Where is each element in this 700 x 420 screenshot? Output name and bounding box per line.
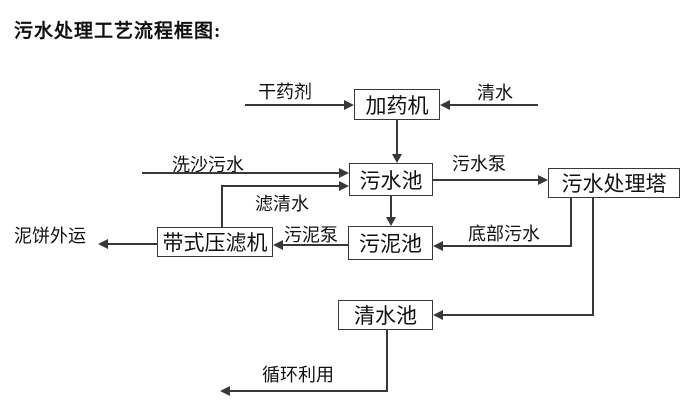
flow-tower-to-clean-vline [592,198,594,316]
arrowhead-right-icon [339,168,349,178]
arrowhead-right-icon [538,175,548,185]
arrowhead-right-icon [344,100,354,110]
label-filtered-water: 滤清水 [255,194,309,214]
flow-bottom-sewage-vline [570,198,572,246]
flow-dosing-to-sewage-line [396,120,398,154]
label-clean-water: 清水 [477,83,513,103]
label-sand-washing-sewage: 洗沙污水 [172,155,244,175]
label-mud-cake-out: 泥饼外运 [14,226,86,246]
label-sludge-pump: 污泥泵 [284,225,338,245]
flow-dry-chemical-line [245,104,345,106]
flow-sewage-pump-line [433,179,538,181]
arrowhead-left-icon [433,241,443,251]
arrowhead-down-icon [386,217,396,226]
node-dosing-machine: 加药机 [354,89,440,120]
arrowhead-down-icon [392,154,402,163]
flow-recycling-line [230,390,387,392]
node-sewage-pool: 污水池 [349,163,433,196]
arrowhead-left-icon [220,386,230,396]
label-bottom-sewage: 底部污水 [468,224,540,244]
flow-filtered-water-vline [221,186,223,227]
arrowhead-right-icon [339,181,349,191]
node-sludge-pool: 污泥池 [348,226,433,260]
flow-bottom-sewage-line [443,245,572,247]
flow-sand-washing-line [142,172,339,174]
flow-mud-cake-line [108,243,157,245]
arrowhead-left-icon [433,310,443,320]
label-dry-chemical: 干药剂 [258,82,312,102]
flow-filtered-water-line [221,185,339,187]
label-sewage-pump: 污水泵 [452,154,506,174]
arrowhead-left-icon [273,240,283,250]
flow-recycling-vline [386,330,388,392]
label-recycling: 循环利用 [262,365,334,385]
flow-sludge-pump-line [283,244,348,246]
flow-sewage-to-sludge-line [390,196,392,217]
node-belt-filter-press: 带式压滤机 [157,227,273,257]
arrowhead-left-icon [440,100,450,110]
arrowhead-left-icon [98,239,108,249]
page-title: 污水处理工艺流程框图: [14,21,222,42]
flow-tower-to-clean-line [443,314,594,316]
node-treatment-tower: 污水处理塔 [548,168,680,198]
flow-clean-water-line [450,104,538,106]
node-clean-water-pool: 清水池 [338,300,433,330]
